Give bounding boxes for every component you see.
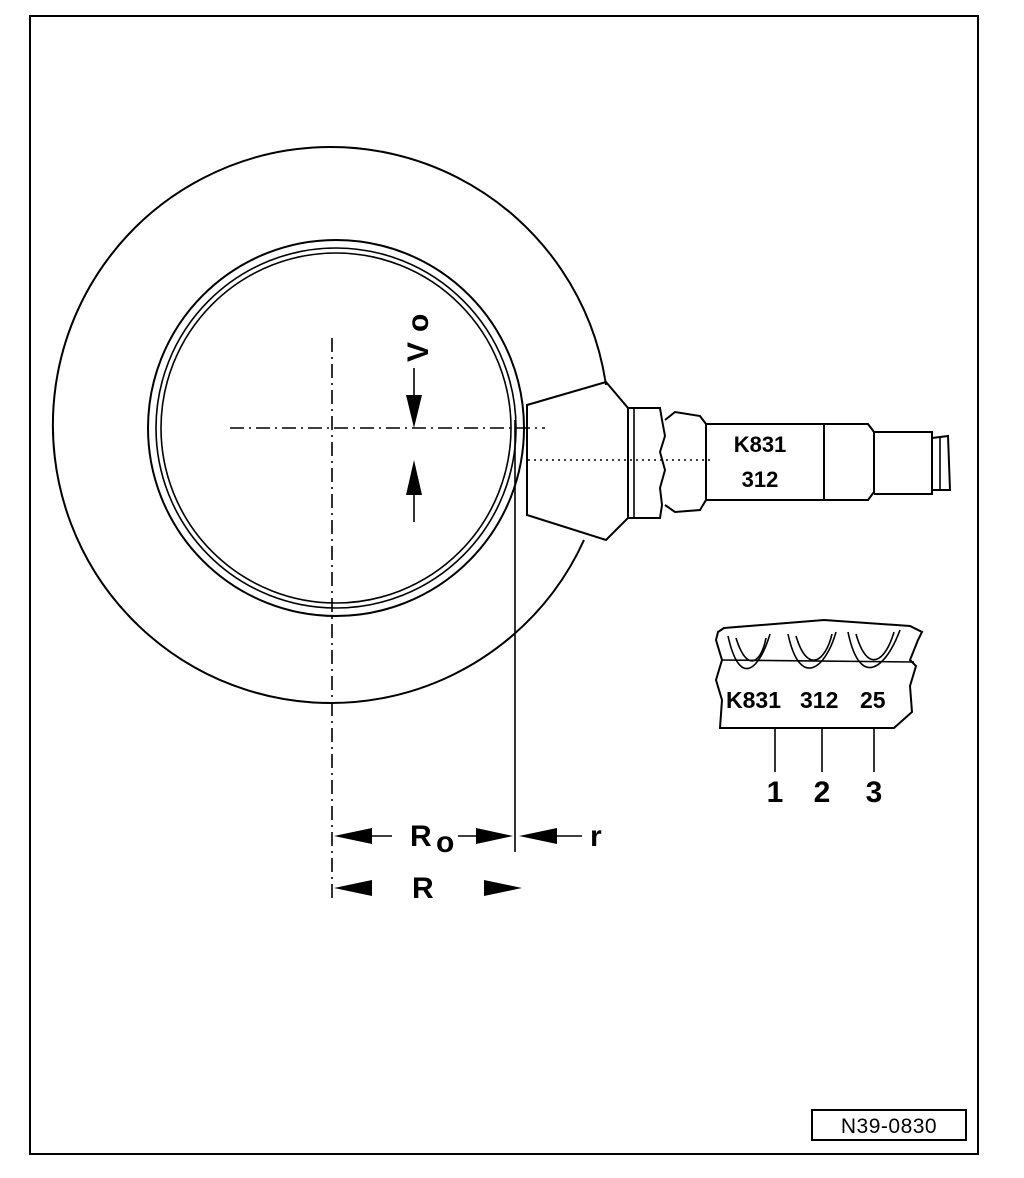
pinion-shaft-groove — [931, 434, 952, 491]
callout-2: 2 — [814, 776, 831, 809]
offset-label-main: V — [402, 342, 435, 362]
tooth-marking-part-2: 312 — [800, 687, 838, 713]
tooth-marking-part-3: 25 — [860, 687, 886, 713]
pinion-marking-line2: 312 — [742, 467, 779, 492]
offset-arrow-down — [406, 395, 422, 428]
tooth-detail — [714, 618, 924, 729]
callout-1: 1 — [767, 776, 784, 809]
r-arrow-left — [519, 828, 557, 844]
callout-lines — [774, 728, 875, 772]
pinion-marking-line1: K831 — [734, 432, 787, 457]
tooth-1 — [727, 633, 771, 670]
rr-label: R — [412, 872, 434, 905]
ro-label-sub: o — [436, 826, 454, 859]
ro-label-main: R — [410, 820, 432, 853]
pinion-collar — [628, 407, 667, 519]
reference-box — [811, 1109, 967, 1141]
drive-pinion — [526, 380, 952, 542]
ring-gear — [51, 146, 607, 705]
offset-label-sub: o — [402, 314, 435, 332]
ring-gear-outer-edge — [51, 146, 607, 705]
pinion-shaft-body — [705, 423, 825, 501]
offset-arrow-up — [406, 460, 422, 495]
r-dimension — [334, 880, 522, 896]
tooth-root-line — [721, 659, 915, 663]
tooth-detail-outline — [714, 618, 924, 729]
reference-number: N39-0830 — [841, 1115, 937, 1138]
rr-arrow-right — [484, 880, 522, 896]
tooth-marking-part-1: K831 — [726, 687, 781, 713]
rr-arrow-left — [334, 880, 372, 896]
diagram-frame — [29, 15, 979, 1155]
callout-3: 3 — [866, 776, 883, 809]
pinion-shaft-end — [874, 431, 933, 495]
ro-arrow-right — [476, 828, 513, 844]
ro-dimension — [334, 828, 582, 844]
tooth-2 — [787, 631, 837, 669]
pinion-shaft-step — [824, 423, 875, 501]
ro-arrow-left — [334, 828, 372, 844]
pinion-neck — [664, 410, 707, 514]
r-label: r — [590, 820, 602, 853]
tooth-3 — [847, 629, 901, 669]
offset-label: V o — [402, 314, 435, 362]
pinion-head — [526, 380, 629, 542]
offset-dimension — [406, 368, 422, 522]
